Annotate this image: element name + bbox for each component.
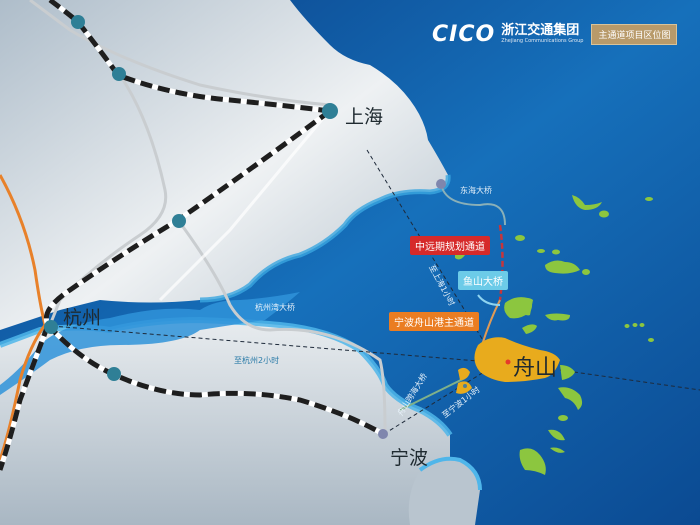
label-hangzhouwan-bridge: 杭州湾大桥	[255, 303, 295, 312]
road-gray	[29, 0, 331, 107]
main-channel-line	[481, 299, 501, 346]
header-logo: CICO 浙江交通集团 Zhejiang Communications Grou…	[432, 22, 678, 47]
city-nodes	[44, 15, 338, 381]
land-north	[0, 0, 449, 330]
callout-planned-channel: 中远期规划通道	[410, 236, 490, 255]
logo-cico: CICO	[432, 22, 496, 47]
line-to-hangzhou	[51, 325, 491, 363]
city-label-ningbo: 宁波	[390, 447, 429, 469]
islands	[455, 195, 654, 475]
label-donghai-bridge: 东海大桥	[460, 186, 492, 195]
planned-channel-line	[498, 224, 504, 301]
ningbo-node	[378, 429, 388, 439]
city-label-zhoushan: 舟山	[513, 356, 558, 381]
callout-yushan-bridge: 鱼山大桥	[458, 271, 508, 290]
city-label-hangzhou: 杭州	[63, 307, 102, 329]
zhoushan-bridge	[399, 377, 466, 411]
donghai-node	[436, 179, 446, 189]
city-label-shanghai: 上海	[345, 106, 384, 128]
map-title-badge: 主通道项目区位图	[591, 24, 678, 45]
callout-main-channel: 宁波舟山港主通道	[389, 312, 479, 331]
donghai-bridge	[440, 183, 506, 226]
company-cn: 浙江交通集团	[501, 23, 580, 38]
rail-lines	[0, 0, 385, 471]
zhoushan-island	[474, 337, 560, 382]
company-name: 浙江交通集团 Zhejiang Communications Group	[501, 24, 583, 45]
company-en: Zhejiang Communications Group	[501, 38, 584, 44]
label-to-hangzhou: 至杭州2小时	[234, 356, 280, 365]
line-to-ningbo	[383, 361, 501, 435]
